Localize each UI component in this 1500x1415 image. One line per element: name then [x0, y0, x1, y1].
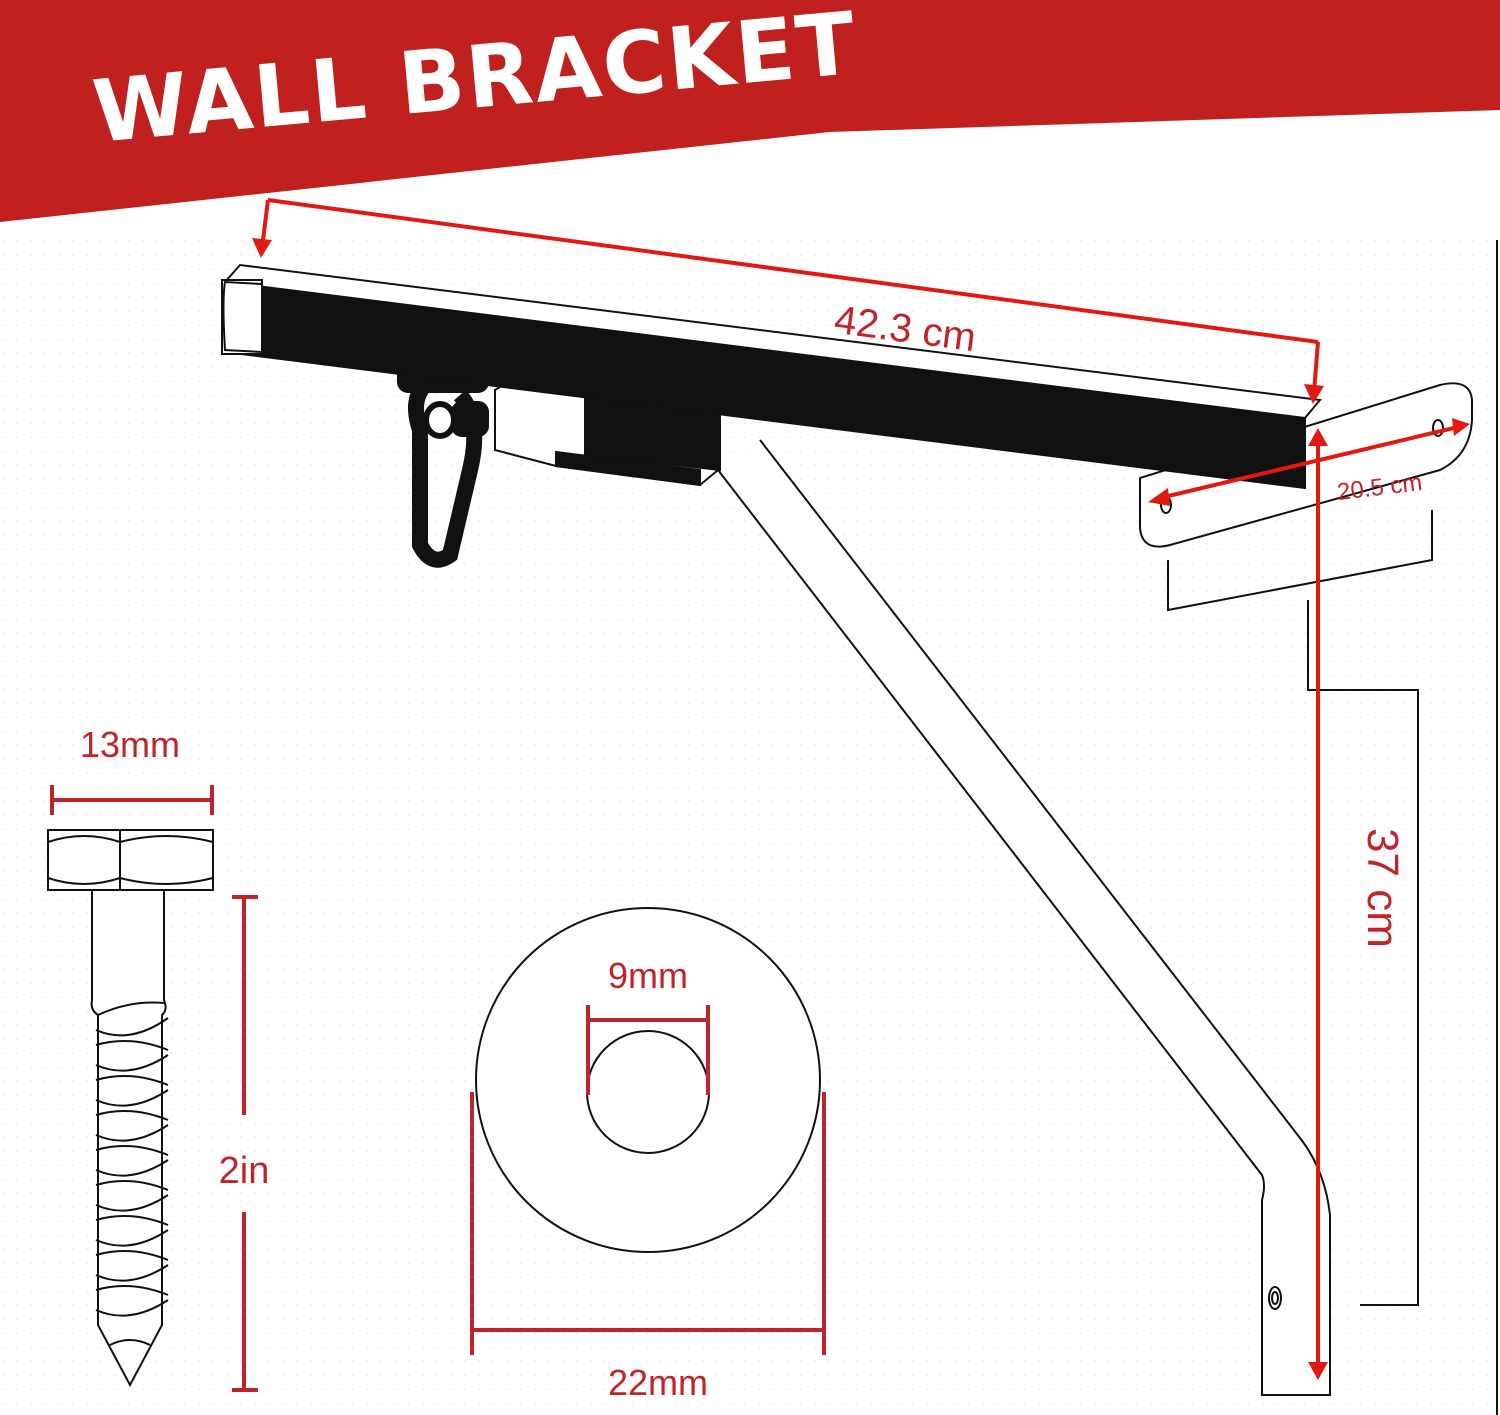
- washer-drawing: [475, 907, 821, 1253]
- label-screw-length: 2in: [219, 1150, 270, 1192]
- washer-hole: [586, 1030, 710, 1154]
- dim-screw-length: [232, 895, 258, 1392]
- lag-screw-drawing: [47, 829, 214, 1388]
- title-banner: WALL BRACKET: [0, 0, 1500, 222]
- label-washer-inner: 9mm: [608, 955, 688, 996]
- dim-screw-head: [50, 785, 214, 815]
- dim-washer-outer: [470, 1092, 826, 1355]
- label-height: 37 cm: [1358, 828, 1407, 948]
- dim-washer-inner: [586, 1005, 710, 1095]
- label-washer-outer: 22mm: [608, 1362, 708, 1403]
- arm-hole: [1268, 1286, 1282, 1310]
- plate-hole-right: [1432, 419, 1444, 437]
- label-screw-head: 13mm: [80, 724, 180, 765]
- dim-plate-width: [1148, 418, 1470, 506]
- dim-height: [1308, 428, 1328, 1380]
- dim-arm-length: [252, 198, 1324, 404]
- screw-shank: [90, 889, 167, 1388]
